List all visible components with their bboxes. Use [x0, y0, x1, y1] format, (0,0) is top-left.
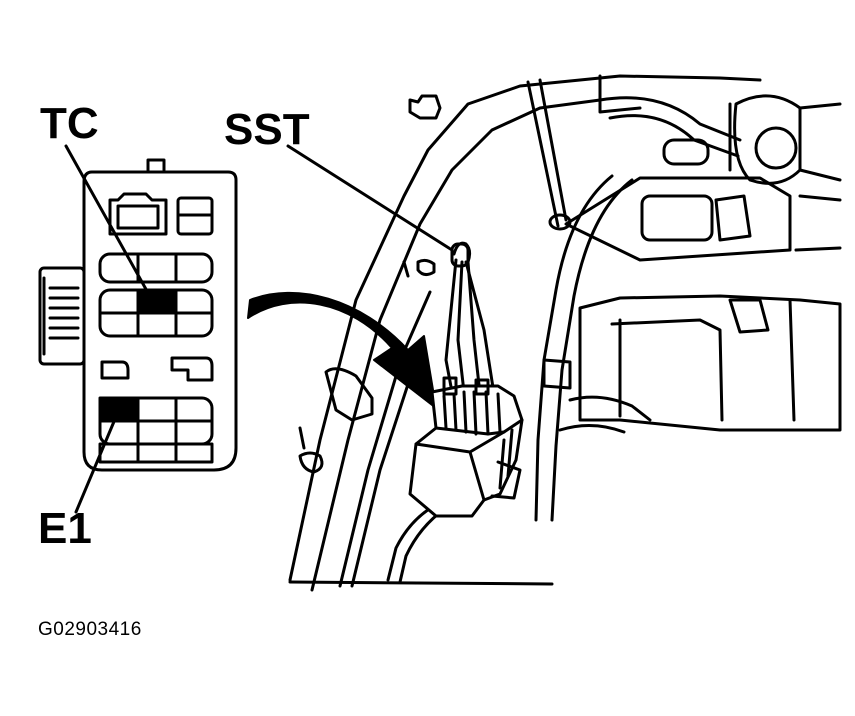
- tc-terminal-label: TC: [40, 99, 99, 148]
- tc-leader-line: [64, 144, 154, 302]
- connector-face-diagram: [38, 144, 238, 514]
- sst-jumper-connector: [286, 144, 524, 518]
- pointer-arrow: [247, 291, 437, 409]
- engine-bay-illustration: [288, 74, 842, 592]
- sst-tool-label: SST: [224, 105, 310, 154]
- e1-terminal-label: E1: [38, 504, 92, 553]
- figure-code: G02903416: [38, 619, 142, 640]
- e1-leader-line: [74, 410, 120, 514]
- sst-leader-line: [286, 144, 454, 252]
